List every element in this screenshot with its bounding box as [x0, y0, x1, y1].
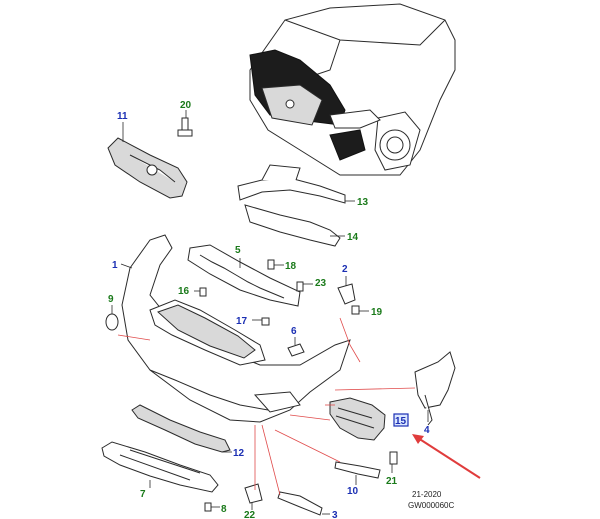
part-11-upper-grille [107, 122, 188, 199]
part-7-undertray [101, 441, 219, 493]
highlight-box-15 [393, 413, 409, 427]
part-13-upper-bracket [237, 164, 355, 204]
part-8-fastener [204, 502, 220, 512]
callout-23: 23 [315, 278, 327, 289]
callout-14: 14 [347, 232, 359, 243]
callout-12: 12 [233, 448, 245, 459]
callout-7: 7 [140, 489, 146, 500]
callout-20: 20 [180, 100, 192, 111]
callout-10: 10 [347, 486, 359, 497]
part-9-clip [105, 305, 119, 331]
callout-21: 21 [386, 476, 398, 487]
red-arrow-indicator [412, 434, 481, 479]
callout-8: 8 [221, 504, 227, 515]
callout-6: 6 [291, 326, 297, 337]
part-14-reinforcement [244, 204, 345, 247]
footer-date: 21-2020 [412, 490, 442, 499]
callout-13: 13 [357, 197, 369, 208]
part-10-trim-strip [334, 461, 381, 485]
callout-17: 17 [236, 316, 248, 327]
vehicle-front-illustration [249, 3, 456, 176]
part-3-lower-strip [277, 491, 330, 516]
part-20-bolt [177, 110, 193, 137]
part-12-lower-grille [131, 404, 232, 453]
callout-1: 1 [112, 260, 118, 271]
part-21-bolt [389, 451, 398, 473]
part-4-side-bracket [414, 351, 456, 426]
part-15-side-grille [329, 397, 386, 441]
callout-15: 15 [395, 416, 407, 427]
red-leader-lines [117, 317, 416, 496]
callout-5: 5 [235, 245, 241, 256]
fasteners [194, 259, 369, 326]
footer-drawing-code: GW000060C [408, 501, 454, 510]
callout-22: 22 [244, 510, 256, 519]
part-6-tow-cover [287, 337, 305, 357]
part-5-deflector [187, 244, 301, 307]
callout-9: 9 [108, 294, 114, 305]
callout-19: 19 [371, 307, 383, 318]
part-1-bumper-cover [120, 234, 351, 423]
callout-18: 18 [285, 261, 297, 272]
callout-16: 16 [178, 286, 190, 297]
part-22-bracket [244, 483, 263, 510]
callout-3: 3 [332, 510, 338, 519]
callout-4: 4 [424, 425, 430, 436]
callout-2: 2 [342, 264, 348, 275]
callout-11: 11 [117, 111, 128, 122]
